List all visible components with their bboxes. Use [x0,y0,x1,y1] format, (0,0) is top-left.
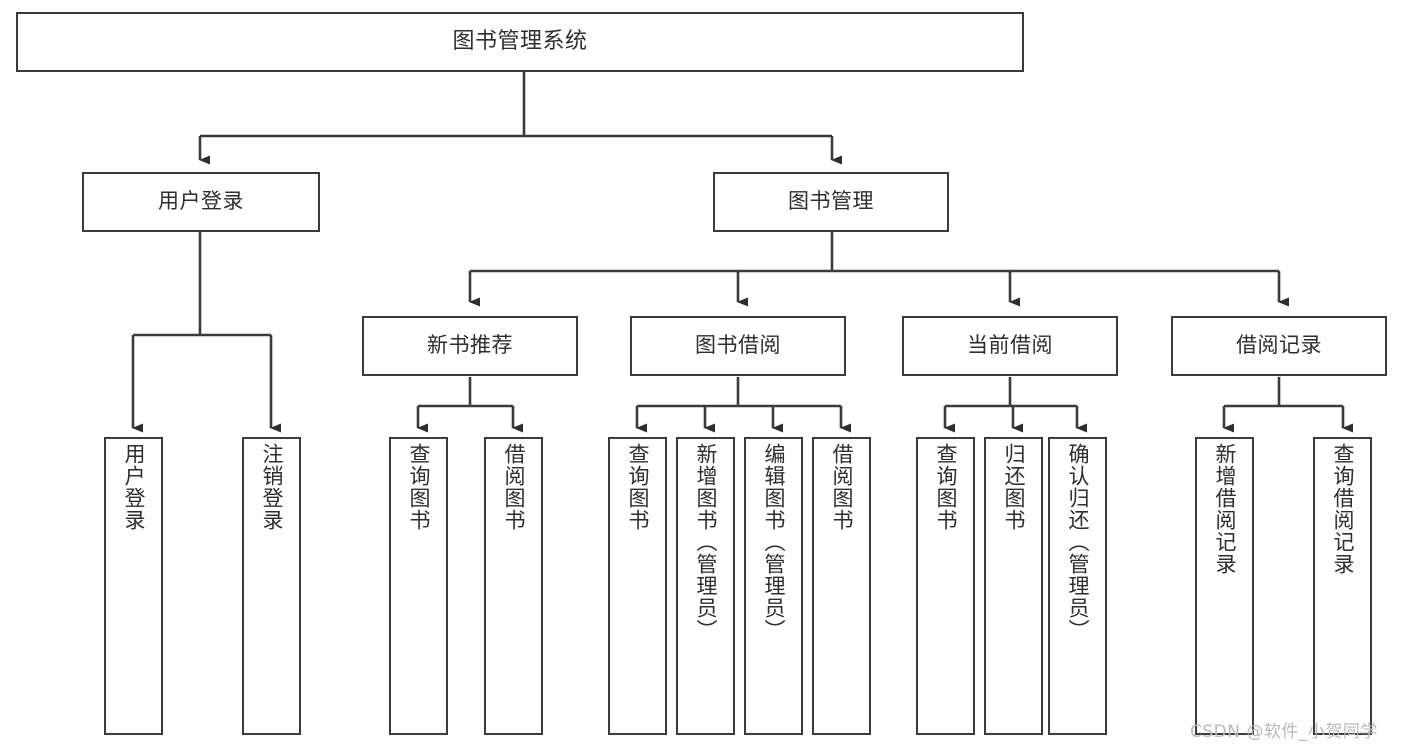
node-new-book-recommend-label: 新书推荐 [427,333,513,358]
node-new-book-recommend[interactable]: 新书推荐 [362,316,578,376]
node-leaf-borrow-borrow-book-label: 借阅图书 [830,443,854,531]
node-book-borrow[interactable]: 图书借阅 [630,316,846,376]
node-leaf-current-return-book[interactable]: 归还图书 [984,437,1043,735]
node-leaf-user-login-signout-label: 注销登录 [260,443,284,531]
node-leaf-record-add-record[interactable]: 新增借阅记录 [1195,437,1254,735]
node-book-borrow-label: 图书借阅 [695,333,781,358]
node-leaf-recommend-borrow-book[interactable]: 借阅图书 [484,437,543,735]
node-leaf-borrow-add-book[interactable]: 新增图书（管理员） [676,437,735,735]
node-leaf-borrow-query-book[interactable]: 查询图书 [608,437,667,735]
node-leaf-record-query-record[interactable]: 查询借阅记录 [1313,437,1372,735]
node-book-management-label: 图书管理 [788,189,874,214]
node-leaf-user-login-signin[interactable]: 用户登录 [104,437,163,735]
node-borrow-record-label: 借阅记录 [1236,333,1322,358]
node-leaf-borrow-edit-book[interactable]: 编辑图书（管理员） [744,437,803,735]
node-book-management[interactable]: 图书管理 [713,172,949,232]
node-leaf-current-confirm-return-label: 确认归还（管理员） [1066,443,1090,641]
node-leaf-user-login-signout[interactable]: 注销登录 [242,437,301,735]
node-user-login-label: 用户登录 [158,189,244,214]
node-current-borrow-label: 当前借阅 [967,333,1053,358]
node-root-system[interactable]: 图书管理系统 [16,12,1024,72]
node-leaf-current-confirm-return[interactable]: 确认归还（管理员） [1048,437,1107,735]
node-leaf-borrow-borrow-book[interactable]: 借阅图书 [812,437,871,735]
node-leaf-recommend-query-book[interactable]: 查询图书 [389,437,448,735]
node-leaf-record-query-record-label: 查询借阅记录 [1331,443,1355,575]
node-leaf-current-query-book-label: 查询图书 [934,443,958,531]
node-leaf-current-query-book[interactable]: 查询图书 [916,437,975,735]
node-leaf-record-add-record-label: 新增借阅记录 [1213,443,1237,575]
node-leaf-borrow-add-book-label: 新增图书（管理员） [694,443,718,641]
node-user-login[interactable]: 用户登录 [82,172,320,232]
node-borrow-record[interactable]: 借阅记录 [1171,316,1387,376]
node-leaf-recommend-borrow-book-label: 借阅图书 [502,443,526,531]
node-leaf-current-return-book-label: 归还图书 [1002,443,1026,531]
node-current-borrow[interactable]: 当前借阅 [902,316,1118,376]
node-root-system-label: 图书管理系统 [452,28,588,54]
node-leaf-borrow-edit-book-label: 编辑图书（管理员） [762,443,786,641]
node-leaf-borrow-query-book-label: 查询图书 [626,443,650,531]
node-leaf-user-login-signin-label: 用户登录 [122,443,146,531]
node-leaf-recommend-query-book-label: 查询图书 [407,443,431,531]
